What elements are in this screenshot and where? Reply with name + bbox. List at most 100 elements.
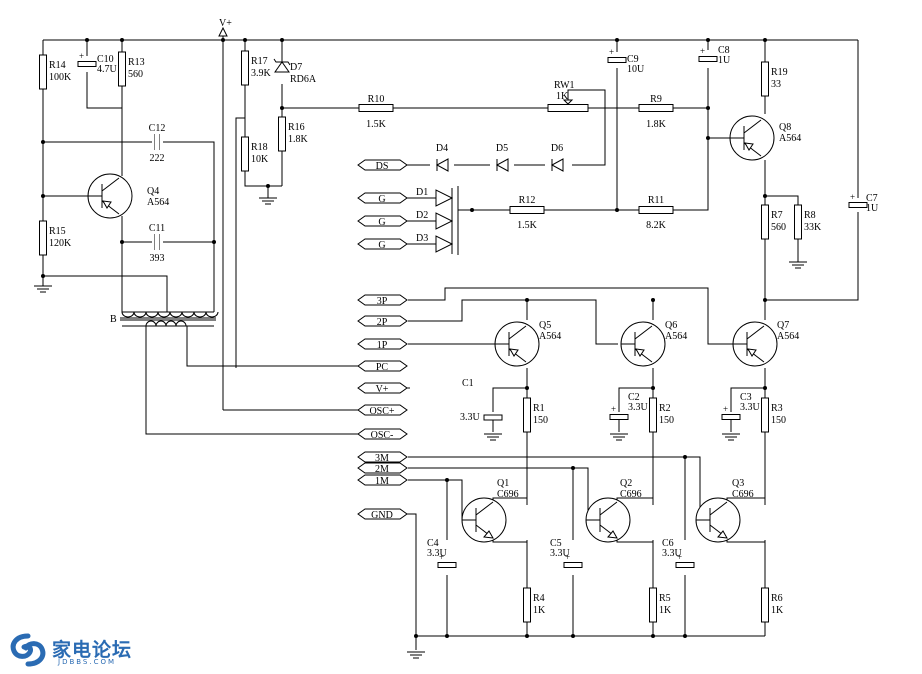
cap-value: 4.7U bbox=[97, 64, 118, 75]
labels: V+R14100KC104.7UR13560C12222Q4A564R15120… bbox=[49, 18, 879, 616]
wire bbox=[765, 195, 799, 206]
transistor-collector bbox=[101, 177, 120, 192]
diode-D5 bbox=[495, 158, 509, 172]
capacitor-C4: + bbox=[437, 552, 457, 568]
port-label: OSC- bbox=[371, 430, 394, 441]
transistor-Q5 bbox=[494, 321, 540, 367]
resistor-value: 150 bbox=[771, 415, 786, 426]
transistor-collector bbox=[634, 325, 653, 340]
resistor-R2 bbox=[649, 397, 657, 433]
transistor-ref: Q6 bbox=[665, 320, 677, 331]
components: +++++++++ bbox=[34, 26, 868, 659]
resistor-value: 1K bbox=[533, 605, 546, 616]
resistor-body bbox=[523, 397, 531, 433]
plus-sign: + bbox=[611, 404, 616, 414]
resistor-body bbox=[638, 104, 674, 112]
transistor-Q6 bbox=[620, 321, 666, 367]
port-label: 2M bbox=[375, 464, 389, 475]
resistor-ref: R9 bbox=[650, 94, 662, 105]
port-label: V+ bbox=[376, 384, 389, 395]
diode-D3 bbox=[435, 235, 454, 253]
resistor-R11 bbox=[638, 206, 674, 214]
port-shape bbox=[357, 215, 408, 227]
diode-ref: D3 bbox=[416, 233, 428, 244]
resistor-R3 bbox=[761, 397, 769, 433]
capacitor-C5: + bbox=[563, 552, 583, 568]
diode-D4 bbox=[435, 158, 449, 172]
resistor-R16 bbox=[278, 116, 286, 152]
transistor-collector bbox=[746, 325, 765, 340]
wire bbox=[492, 538, 527, 543]
transistor-ref: Q7 bbox=[777, 320, 789, 331]
logo-swirl-icon bbox=[10, 633, 46, 667]
emitter-arrow bbox=[509, 348, 519, 357]
capacitor-C12 bbox=[154, 134, 160, 150]
resistor-value: 1.8K bbox=[288, 134, 309, 145]
wire bbox=[186, 326, 360, 367]
junction-dot bbox=[445, 634, 449, 638]
resistor-body bbox=[241, 50, 249, 86]
wire bbox=[672, 138, 709, 211]
junction-dot bbox=[615, 208, 619, 212]
transistor-collector bbox=[475, 501, 494, 516]
resistor-ref: R19 bbox=[771, 67, 788, 78]
wire bbox=[447, 479, 463, 520]
cap-body bbox=[607, 57, 627, 63]
port-label: 3M bbox=[375, 453, 389, 464]
resistor-value: 150 bbox=[533, 415, 548, 426]
resistor-value: 33 bbox=[771, 79, 781, 90]
diode-triangle bbox=[550, 158, 564, 172]
cap-ref: C7 bbox=[866, 193, 878, 204]
transistor-ref: Q2 bbox=[620, 478, 632, 489]
port-OSCN bbox=[357, 428, 408, 440]
emitter-arrow bbox=[102, 200, 112, 209]
cap-ref: C5 bbox=[550, 538, 562, 549]
cap-body bbox=[483, 414, 503, 421]
diode-D2 bbox=[435, 212, 454, 230]
resistor-R12 bbox=[509, 206, 545, 214]
cap-ref: C11 bbox=[149, 223, 165, 234]
logo-name: 家电论坛 bbox=[52, 639, 133, 661]
cap-ref: C12 bbox=[149, 123, 166, 134]
plus-sign: + bbox=[439, 552, 444, 562]
wire bbox=[618, 387, 653, 412]
transistor-collector bbox=[743, 119, 762, 134]
cap-value: 3.3U bbox=[550, 548, 571, 559]
port-PC bbox=[357, 360, 408, 372]
resistor-ref: R3 bbox=[771, 403, 783, 414]
resistor-ref: R17 bbox=[251, 56, 268, 67]
wire bbox=[726, 538, 765, 543]
junction-dot bbox=[221, 38, 225, 42]
junction-dot bbox=[651, 298, 655, 302]
resistor-ref: R4 bbox=[533, 593, 545, 604]
plus-sign: + bbox=[677, 552, 682, 562]
wire bbox=[492, 387, 527, 412]
port-G1 bbox=[357, 192, 408, 204]
cap-value: 3.3U bbox=[427, 548, 448, 559]
resistor-body bbox=[39, 54, 47, 90]
cap-body bbox=[848, 202, 868, 208]
resistor-value: 560 bbox=[771, 222, 786, 233]
diode-triangle bbox=[435, 212, 454, 230]
port-label: OSC+ bbox=[369, 406, 394, 417]
wire bbox=[616, 538, 653, 543]
resistor-ref: R10 bbox=[368, 94, 385, 105]
resistor-body bbox=[241, 136, 249, 172]
plus-sign: + bbox=[609, 47, 614, 57]
port-shape bbox=[357, 451, 408, 463]
wire bbox=[408, 479, 448, 540]
resistor-ref: R12 bbox=[519, 195, 536, 206]
resistor-value: 150 bbox=[659, 415, 674, 426]
pot-ref: RW1 bbox=[554, 80, 575, 91]
wire bbox=[235, 84, 246, 368]
diode-ref: D4 bbox=[436, 143, 448, 154]
wire bbox=[685, 456, 701, 520]
resistor-R8 bbox=[794, 204, 802, 240]
wire bbox=[408, 287, 742, 345]
resistor-R15 bbox=[39, 220, 47, 256]
cap-ref: C8 bbox=[718, 45, 730, 56]
wire bbox=[567, 89, 606, 166]
wire bbox=[43, 275, 168, 312]
port-OSCP bbox=[357, 404, 408, 416]
port-GND bbox=[357, 508, 408, 520]
